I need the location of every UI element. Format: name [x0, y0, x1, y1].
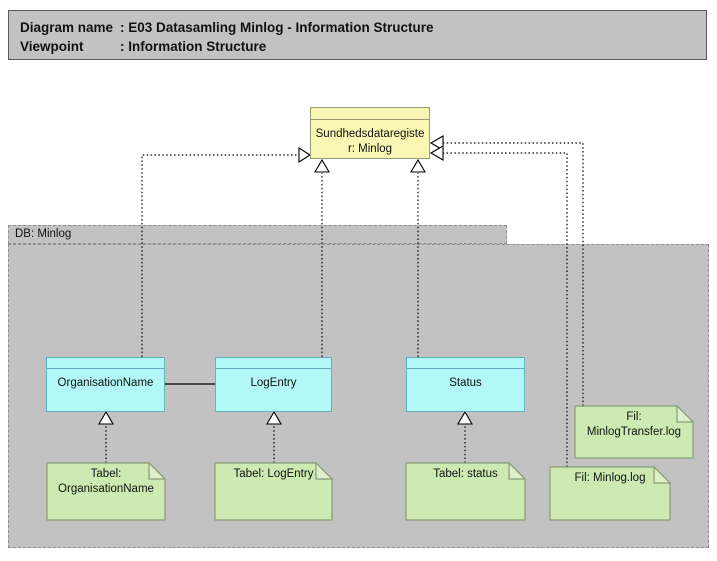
- note-shape: [574, 405, 694, 459]
- note-fil-minloglog[interactable]: [549, 465, 672, 521]
- note-label-line: Tabel: LogEntry: [233, 468, 314, 480]
- note-tabel-logentry[interactable]: [214, 461, 334, 521]
- note-tabel-organisationname[interactable]: [46, 461, 167, 521]
- realization-arrowhead: [266, 410, 282, 425]
- viewpoint-row-label: Viewpoint: [20, 39, 84, 54]
- note-label-line: Tabel: status: [433, 468, 498, 480]
- note-shape: [405, 462, 526, 521]
- note-label-line: Tabel:: [90, 468, 122, 480]
- note-label-line: MinlogTransfer.log: [586, 426, 682, 438]
- note-tabel-status[interactable]: [405, 461, 527, 521]
- note-label-tabel-logentry: Tabel: LogEntry: [215, 467, 332, 482]
- node-header-band: [407, 358, 524, 369]
- realization-arrowhead: [314, 158, 330, 173]
- realization-arrowhead: [98, 410, 114, 425]
- note-fold-icon: [148, 461, 167, 480]
- note-label-fil-minloglog: Fil: Minlog.log: [550, 471, 670, 486]
- node-organisationname[interactable]: OrganisationName: [46, 357, 165, 412]
- diagram-title-bar: Diagram name : E03 Datasamling Minlog - …: [8, 10, 707, 60]
- realization-arrowhead: [429, 145, 444, 161]
- node-status[interactable]: Status: [406, 357, 525, 412]
- node-header-band: [216, 358, 331, 369]
- node-label: OrganisationName: [57, 377, 154, 389]
- node-sundhedsdataregister-minlog[interactable]: Sundhedsdataregiste r: Minlog: [310, 107, 430, 159]
- node-label-line: Sundhedsdataregiste: [315, 128, 425, 140]
- realization-line-minlogtransfer: [443, 142, 584, 406]
- note-shape: [46, 462, 166, 521]
- note-fold-icon: [508, 461, 527, 480]
- viewpoint-row-value: : Information Structure: [120, 39, 267, 54]
- node-logentry[interactable]: LogEntry: [215, 357, 332, 412]
- realization-arrowhead: [410, 158, 426, 173]
- note-label-tabel-status: Tabel: status: [406, 467, 525, 482]
- note-label-line: Fil: Minlog.log: [574, 472, 646, 484]
- node-label: Status: [449, 377, 482, 389]
- realization-arrowhead: [298, 146, 312, 164]
- realization-arrowhead: [457, 410, 473, 425]
- note-label-line: Fil:: [626, 411, 642, 423]
- db-minlog-group-label: DB: Minlog: [15, 228, 72, 240]
- note-shape: [549, 466, 671, 521]
- node-label-line: r: Minlog: [347, 143, 393, 155]
- note-label-fil-minlogtransfer: Fil: MinlogTransfer.log: [575, 410, 693, 440]
- note-fil-minlogtransfer[interactable]: [574, 404, 695, 459]
- note-shape: [214, 462, 333, 521]
- note-fold-icon: [315, 461, 334, 480]
- title-row-value: : E03 Datasamling Minlog - Information S…: [120, 20, 434, 35]
- node-label: LogEntry: [250, 377, 297, 389]
- note-fold-icon: [676, 404, 695, 423]
- note-label-line: OrganisationName: [58, 483, 154, 495]
- realization-arrowhead: [429, 135, 444, 151]
- node-header-band: [311, 108, 429, 120]
- node-label: Sundhedsdataregiste r: Minlog: [311, 120, 429, 158]
- db-minlog-group-header[interactable]: DB: Minlog: [8, 225, 507, 244]
- note-label-tabel-organisationname: Tabel: OrganisationName: [47, 467, 165, 497]
- realization-line-organisationname: [141, 154, 299, 357]
- title-row-label: Diagram name: [20, 20, 114, 35]
- note-fold-icon: [653, 465, 672, 484]
- node-header-band: [47, 358, 164, 369]
